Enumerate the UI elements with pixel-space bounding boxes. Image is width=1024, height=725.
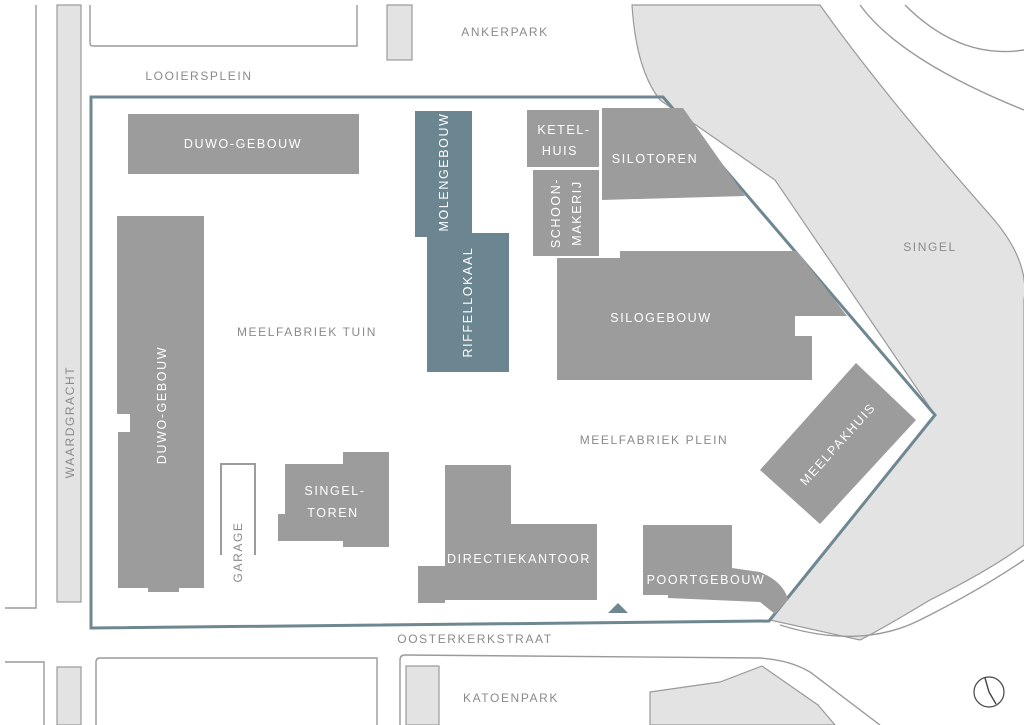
poortgebouw[interactable] <box>643 525 788 614</box>
label-schoonmakerij-1: SCHOON- <box>549 178 563 248</box>
street-oosterkerkstraat: OOSTERKERKSTRAAT <box>397 632 552 646</box>
street-singel: SINGEL <box>903 240 957 254</box>
label-directiekantoor: DIRECTIEKANTOOR <box>447 552 591 566</box>
ankerpark-canal <box>386 4 413 61</box>
ketelhuis[interactable] <box>527 110 599 167</box>
site-boundary <box>89 95 937 630</box>
street-looiersplein: LOOIERSPLEIN <box>145 69 252 83</box>
label-singeltoren-2: TOREN <box>307 506 359 520</box>
waardgracht-canal <box>56 4 82 603</box>
duwo-gebouw-left[interactable] <box>117 216 204 592</box>
street-ankerpark: ANKERPARK <box>461 25 549 39</box>
street-katoenpark: KATOENPARK <box>463 691 559 705</box>
label-ketelhuis-1: KETEL- <box>537 123 590 137</box>
road-lines <box>5 4 1024 725</box>
label-silotoren: SILOTOREN <box>612 152 698 166</box>
schoonmakerij[interactable] <box>533 170 599 256</box>
duwo-gebouw-top[interactable] <box>128 114 359 174</box>
waardgracht-canal-south <box>56 666 82 725</box>
label-singeltoren-1: SINGEL- <box>304 484 365 498</box>
riffellokaal[interactable] <box>427 233 509 372</box>
silotoren[interactable] <box>602 108 745 200</box>
molengebouw[interactable] <box>415 111 472 237</box>
label-poortgebouw: POORTGEBOUW <box>647 573 766 587</box>
label-garage: GARAGE <box>231 522 245 583</box>
label-schoonmakerij-2: MAKERIJ <box>570 180 584 245</box>
area-meelfabriek-tuin: MEELFABRIEK TUIN <box>237 325 377 339</box>
label-riffellokaal: RIFFELLOKAAL <box>461 247 475 358</box>
singeltoren[interactable] <box>278 452 389 547</box>
entrance-marker-icon <box>608 603 628 613</box>
area-meelfabriek-plein: MEELFABRIEK PLEIN <box>580 433 729 447</box>
meelpakhuis[interactable] <box>760 363 916 524</box>
label-molengebouw: MOLENGEBOUW <box>437 113 451 232</box>
katoenpark-water <box>649 665 836 725</box>
label-duwo-gebouw-top: DUWO-GEBOUW <box>184 137 302 151</box>
directiekantoor[interactable] <box>418 465 597 603</box>
label-ketelhuis-2: HUIS <box>542 144 578 158</box>
silogebouw[interactable] <box>557 251 847 380</box>
label-silogebouw: SILOGEBOUW <box>610 311 711 325</box>
compass-icon <box>973 676 1005 708</box>
garage[interactable] <box>220 463 256 555</box>
katoenpark-canal <box>405 665 440 725</box>
label-duwo-gebouw-left: DUWO-GEBOUW <box>155 346 169 464</box>
street-waardgracht: WAARDGRACHT <box>63 366 77 479</box>
